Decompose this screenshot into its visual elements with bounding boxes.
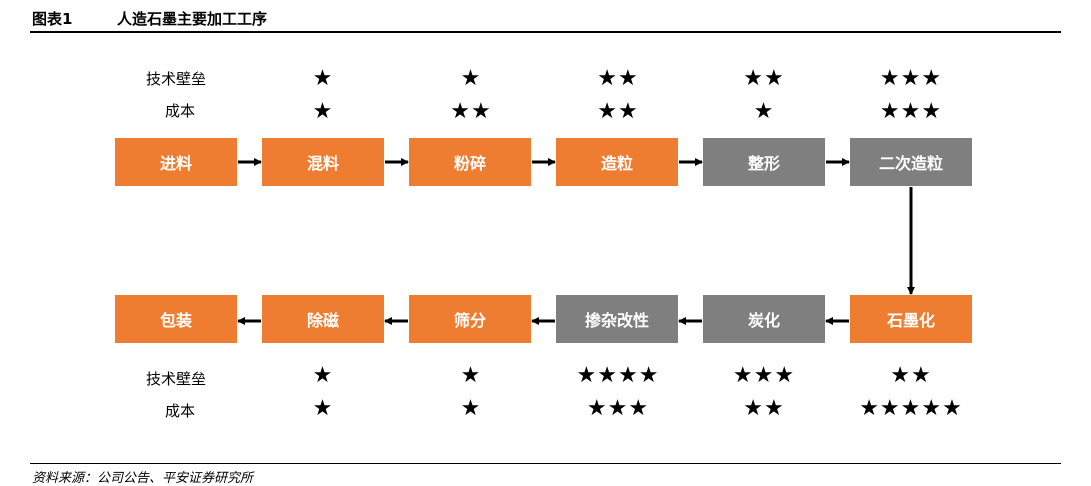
bottom-barrier-stars-4: ★★★ — [732, 363, 796, 388]
process-carbonization: 炭化 — [703, 295, 825, 343]
process-graphitization: 石墨化 — [850, 295, 972, 343]
process-crushing: 粉碎 — [409, 138, 531, 186]
bottom-barrier-stars-1: ★ — [312, 363, 334, 388]
footer-rule — [30, 463, 1061, 464]
bottom-cost-stars-3: ★★★ — [586, 396, 650, 421]
bottom-barrier-stars-2: ★ — [460, 363, 482, 388]
bottom-barrier-stars-5: ★★ — [890, 363, 932, 388]
source-note: 资料来源：公司公告、平安证券研究所 — [32, 471, 254, 486]
figure-label: 图表1 — [32, 10, 73, 28]
top-cost-stars-4: ★ — [753, 99, 775, 124]
process-mixing: 混料 — [262, 138, 384, 186]
bottom-cost-label: 成本 — [164, 402, 195, 420]
top-barrier-stars-4: ★★ — [743, 66, 785, 91]
header-rule — [30, 31, 1061, 33]
bottom-cost-stars-5: ★★★★★ — [859, 396, 963, 421]
top-cost-stars-2: ★★ — [450, 99, 492, 124]
bottom-cost-stars-4: ★★ — [743, 396, 785, 421]
top-barrier-stars-3: ★★ — [597, 66, 639, 91]
process-feeding: 进料 — [115, 138, 237, 186]
process-shaping: 整形 — [703, 138, 825, 186]
top-barrier-stars-5: ★★★ — [879, 66, 943, 91]
process-packaging: 包装 — [115, 295, 237, 343]
top-cost-stars-5: ★★★ — [879, 99, 943, 124]
top-barrier-stars-2: ★ — [460, 66, 482, 91]
top-barrier-label: 技术壁垒 — [145, 70, 206, 88]
process-demagnetization: 除磁 — [262, 295, 384, 343]
bottom-barrier-stars-3: ★★★★ — [576, 363, 660, 388]
top-cost-stars-3: ★★ — [597, 99, 639, 124]
process-secondary-granulation: 二次造粒 — [850, 138, 972, 186]
bottom-cost-stars-2: ★ — [460, 396, 482, 421]
process-doping-modification: 掺杂改性 — [556, 295, 678, 343]
process-granulation: 造粒 — [556, 138, 678, 186]
bottom-cost-stars-1: ★ — [312, 396, 334, 421]
figure-title: 人造石墨主要加工工序 — [117, 10, 268, 28]
top-cost-stars-1: ★ — [312, 99, 334, 124]
bottom-barrier-label: 技术壁垒 — [145, 370, 206, 388]
top-cost-label: 成本 — [164, 102, 195, 120]
process-screening: 筛分 — [409, 295, 531, 343]
top-barrier-stars-1: ★ — [312, 66, 334, 91]
